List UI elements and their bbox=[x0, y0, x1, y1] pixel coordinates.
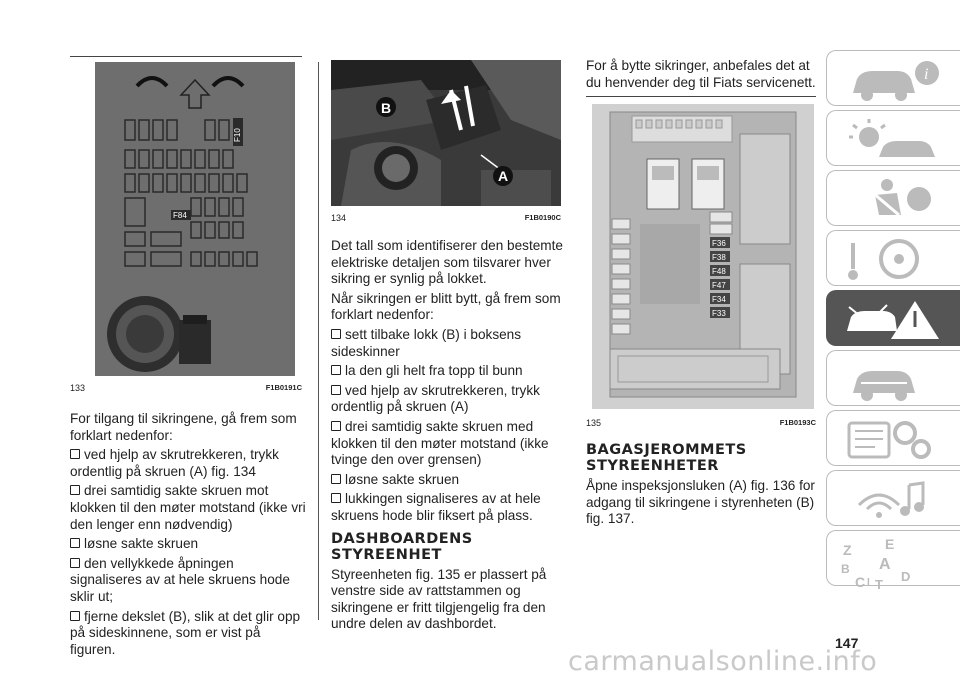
tab-multimedia[interactable] bbox=[826, 470, 960, 526]
safety-airbag-icon bbox=[872, 179, 931, 217]
fuse-label-f10: F10 bbox=[233, 128, 242, 142]
bullet-item: den vellykkede åpningen signaliseres av … bbox=[70, 555, 290, 604]
watermark: carmanualsonline.info bbox=[568, 646, 878, 677]
column-2-text: Det tall som identifiserer den bestemte … bbox=[331, 238, 563, 636]
figure-number: 133 bbox=[70, 383, 86, 393]
svg-text:T: T bbox=[875, 577, 883, 589]
svg-text:E: E bbox=[885, 536, 894, 552]
svg-text:A: A bbox=[879, 556, 891, 573]
page-number: 147 bbox=[835, 635, 859, 651]
tab-dashboard-lights[interactable] bbox=[826, 110, 960, 166]
callout-b-icon bbox=[376, 97, 396, 117]
svg-text:I: I bbox=[867, 577, 870, 588]
bullet-item: fjerne dekslet (B), slik at det glir opp… bbox=[70, 608, 301, 657]
column-divider bbox=[318, 62, 319, 620]
callout-a-icon bbox=[493, 166, 513, 186]
bullet-item: løsne sakte skruen bbox=[331, 472, 563, 489]
figure-number: 134 bbox=[331, 213, 347, 223]
fuse-label-f47: F47 bbox=[712, 281, 726, 290]
maintenance-icon bbox=[853, 371, 915, 401]
tab-starting-driving[interactable] bbox=[826, 230, 960, 286]
checkbox-icon bbox=[331, 493, 341, 504]
svg-text:C: C bbox=[855, 574, 865, 589]
checkbox-icon bbox=[70, 538, 80, 549]
fuse-label-f33: F33 bbox=[712, 309, 726, 318]
fuse-label-f48: F48 bbox=[712, 267, 726, 276]
svg-text:Z: Z bbox=[843, 542, 852, 558]
bullet-item: ved hjelp av skrutrekkeren, trykk ordent… bbox=[331, 382, 540, 415]
paragraph: Det tall som identifiserer den bestemte … bbox=[331, 238, 563, 287]
paragraph: For å bytte sikringer, anbefales det at … bbox=[586, 58, 816, 90]
tab-safety[interactable] bbox=[826, 170, 960, 226]
multimedia-icon bbox=[857, 481, 925, 518]
svg-text:B: B bbox=[841, 562, 850, 576]
column-3-intro: For å bytte sikringer, anbefales det at … bbox=[586, 58, 818, 94]
checkbox-icon bbox=[331, 384, 341, 395]
control-unit-figure: F36 F38 F48 F47 F34 F33 bbox=[592, 104, 814, 409]
checkbox-icon bbox=[331, 473, 341, 484]
fuse-label-f38: F38 bbox=[712, 253, 726, 262]
bullet-item: ved hjelp av skrutrekkeren, trykk ordent… bbox=[70, 447, 279, 479]
tab-technical-data[interactable] bbox=[826, 410, 960, 466]
figure-code: F1B0190C bbox=[524, 213, 561, 222]
svg-text:D: D bbox=[901, 569, 910, 584]
bullet-item: drei samtidig sakte skruen med klokken t… bbox=[331, 418, 549, 468]
figure-number: 135 bbox=[586, 418, 602, 428]
checkbox-icon bbox=[331, 328, 341, 339]
column-1-text: For tilgang til sikringene, gå frem som … bbox=[70, 411, 306, 661]
engine-bay-photo: B A bbox=[331, 60, 561, 206]
fuse-label-f36: F36 bbox=[712, 239, 726, 248]
callout-a-label: A bbox=[498, 168, 508, 184]
tab-emergency[interactable] bbox=[826, 290, 960, 346]
figure-top-rule bbox=[586, 96, 816, 97]
tab-car-info[interactable]: i bbox=[826, 50, 960, 106]
bullet-item: lukkingen signaliseres av at hele skruen… bbox=[331, 491, 541, 523]
intro-paragraph: For tilgang til sikringene, gå frem som … bbox=[70, 411, 297, 443]
tab-index[interactable]: Z E B A C T D I bbox=[826, 530, 960, 589]
car-info-icon: i bbox=[853, 61, 939, 101]
tab-maintenance[interactable] bbox=[826, 350, 960, 406]
bullet-item: la den gli helt fra topp til bunn bbox=[331, 363, 563, 380]
paragraph: Når sikringen er blitt bytt, gå frem som… bbox=[331, 290, 561, 323]
checkbox-icon bbox=[70, 485, 80, 496]
checkbox-icon bbox=[70, 449, 80, 460]
fuse-cover-figure: F10 F84 bbox=[95, 62, 295, 376]
checkbox-icon bbox=[331, 420, 341, 431]
paragraph: Styreenheten fig. 135 er plassert på ven… bbox=[331, 566, 547, 632]
svg-text:i: i bbox=[924, 66, 928, 83]
dashboard-lights-icon bbox=[849, 119, 935, 157]
figure-code: F1B0193C bbox=[779, 418, 816, 427]
index-icon: Z E B A C T D I bbox=[841, 536, 910, 589]
fuse-label-f84: F84 bbox=[173, 211, 187, 220]
bullet-item: drei samtidig sakte skruen mot klokken t… bbox=[70, 483, 306, 532]
paragraph: Åpne inspeksjonsluken (A) fig. 136 for a… bbox=[586, 478, 815, 527]
bullet-item: løsne sakte skruen bbox=[70, 536, 306, 553]
bullet-item: sett tilbake lokk (B) i boksens sideskin… bbox=[331, 326, 522, 359]
emergency-icon bbox=[847, 301, 939, 339]
fuse-label-f34: F34 bbox=[712, 295, 726, 304]
top-rule bbox=[70, 56, 302, 57]
figure-code: F1B0191C bbox=[265, 383, 302, 392]
checkbox-icon bbox=[70, 557, 80, 568]
checkbox-icon bbox=[70, 610, 80, 621]
starting-driving-icon bbox=[848, 239, 919, 280]
callout-b-label: B bbox=[381, 100, 391, 116]
checkbox-icon bbox=[331, 365, 341, 376]
technical-data-icon bbox=[847, 421, 931, 459]
